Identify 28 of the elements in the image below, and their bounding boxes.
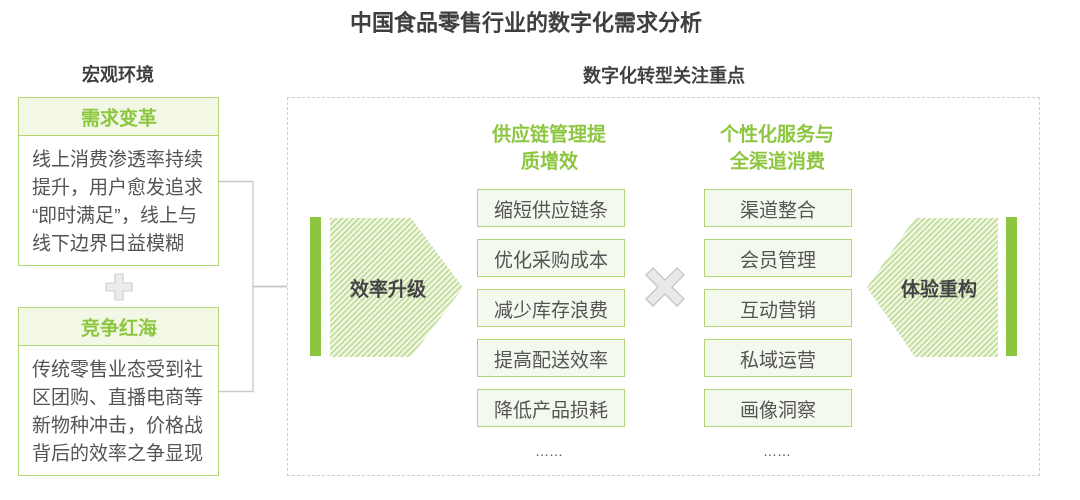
hatched-chevron	[867, 218, 998, 357]
column-heading: 个性化服务与全渠道消费	[719, 123, 835, 174]
column-heading: 供应链管理提质增效	[491, 123, 607, 174]
diagram-title: 中国食品零售行业的数字化需求分析	[350, 9, 702, 37]
chevron-label: 效率升级	[349, 277, 426, 301]
hatched-chevron	[330, 218, 463, 357]
connector-line	[218, 285, 288, 393]
chevron-label: 体验重构	[900, 278, 977, 301]
item-box: 渠道整合	[704, 189, 852, 227]
item-box: 互动营销	[704, 289, 852, 327]
item-box: 优化采购成本	[477, 239, 625, 277]
item-box: 私域运营	[704, 339, 852, 377]
item-box: 提高配送效率	[477, 339, 625, 377]
section-heading: 宏观环境	[82, 64, 154, 87]
info-card	[18, 97, 219, 266]
ellipsis-text: ……	[535, 442, 563, 461]
item-box: 会员管理	[704, 239, 852, 277]
panel-heading: 数字化转型关注重点	[582, 64, 745, 88]
item-box: 缩短供应链条	[477, 189, 625, 227]
card-text: 传统零售业态受到社区团购、直播电商等新物种冲击，价格战背后的效率之争显现	[32, 358, 204, 466]
card-header: 需求变革	[19, 98, 218, 136]
ellipsis-text: ……	[763, 442, 791, 461]
item-box: 降低产品损耗	[477, 389, 625, 427]
item-box: 减少库存浪费	[477, 289, 625, 327]
card-header: 竞争红海	[19, 308, 218, 346]
info-card	[18, 307, 219, 476]
item-box: 画像洞察	[704, 389, 852, 427]
card-text: 线上消费渗透率持续提升，用户愈发追求“即时满足”，线上与线下边界日益模糊	[32, 148, 204, 256]
